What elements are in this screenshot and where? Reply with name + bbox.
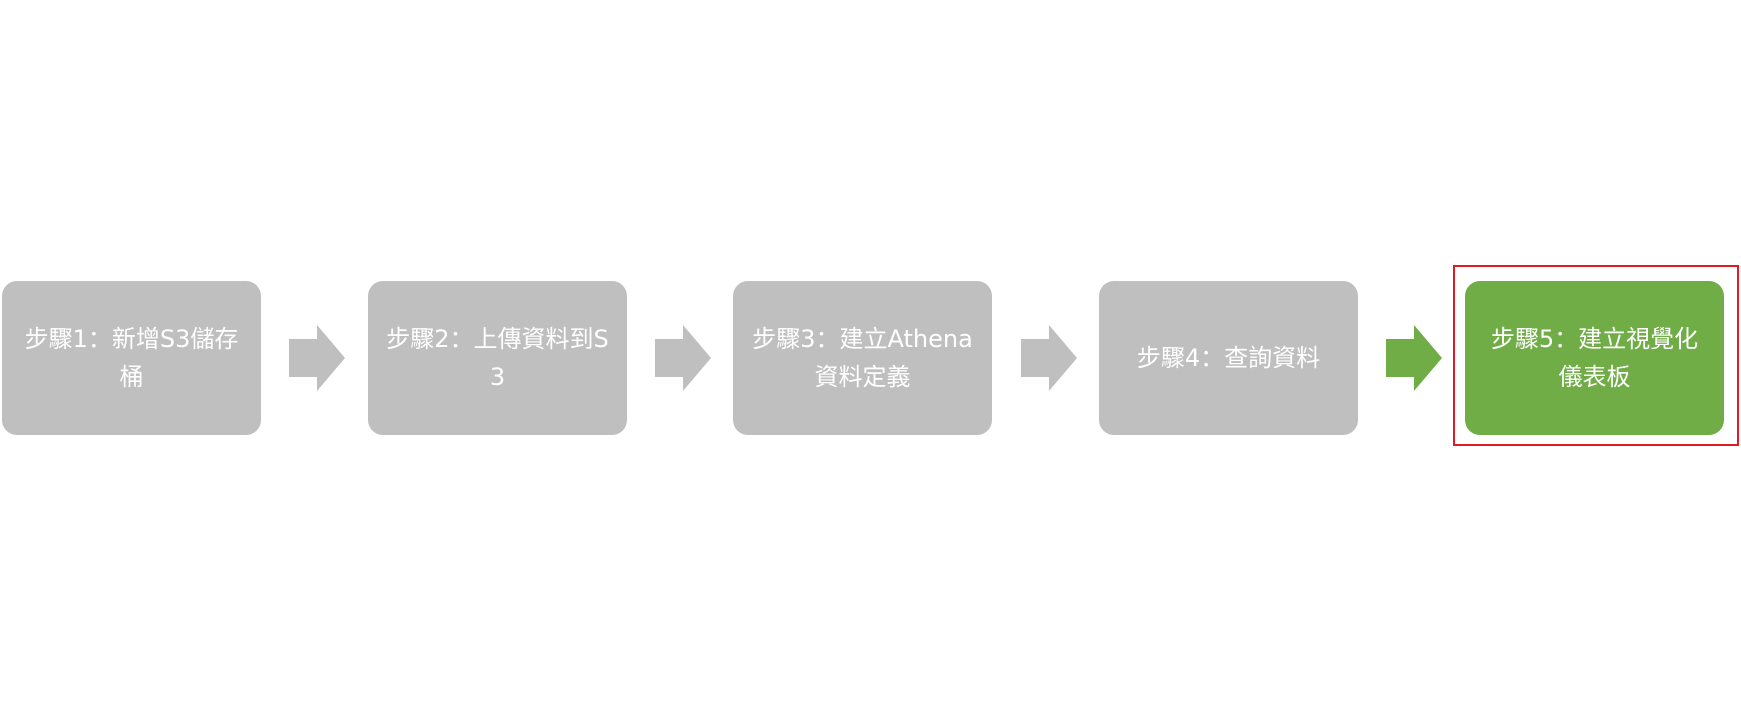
step-4-box: 步驟4：查詢資料 (1099, 281, 1358, 435)
arrow-right-icon (1386, 325, 1442, 391)
step-1-label: 步驟1：新增S3儲存桶 (24, 325, 239, 391)
step-4-label: 步驟4：查詢資料 (1136, 344, 1321, 372)
arrow-right-icon (289, 325, 345, 391)
step-2-box: 步驟2：上傳資料到S3 (368, 281, 627, 435)
arrow-right-icon-shape (1021, 325, 1077, 391)
step-1-box: 步驟1：新增S3儲存桶 (2, 281, 261, 435)
arrow-right-icon-shape (655, 325, 711, 391)
step-5-box: 步驟5：建立視覺化儀表板 (1465, 281, 1724, 435)
arrow-right-icon (1021, 325, 1077, 391)
step-5-label: 步驟5：建立視覺化儀表板 (1490, 325, 1699, 391)
arrow-right-icon-shape (1386, 325, 1442, 391)
step-3-box: 步驟3：建立Athena資料定義 (733, 281, 992, 435)
arrow-right-icon-shape (289, 325, 345, 391)
step-3-label: 步驟3：建立Athena資料定義 (752, 325, 973, 391)
arrow-right-icon (655, 325, 711, 391)
step-2-label: 步驟2：上傳資料到S3 (386, 325, 609, 391)
